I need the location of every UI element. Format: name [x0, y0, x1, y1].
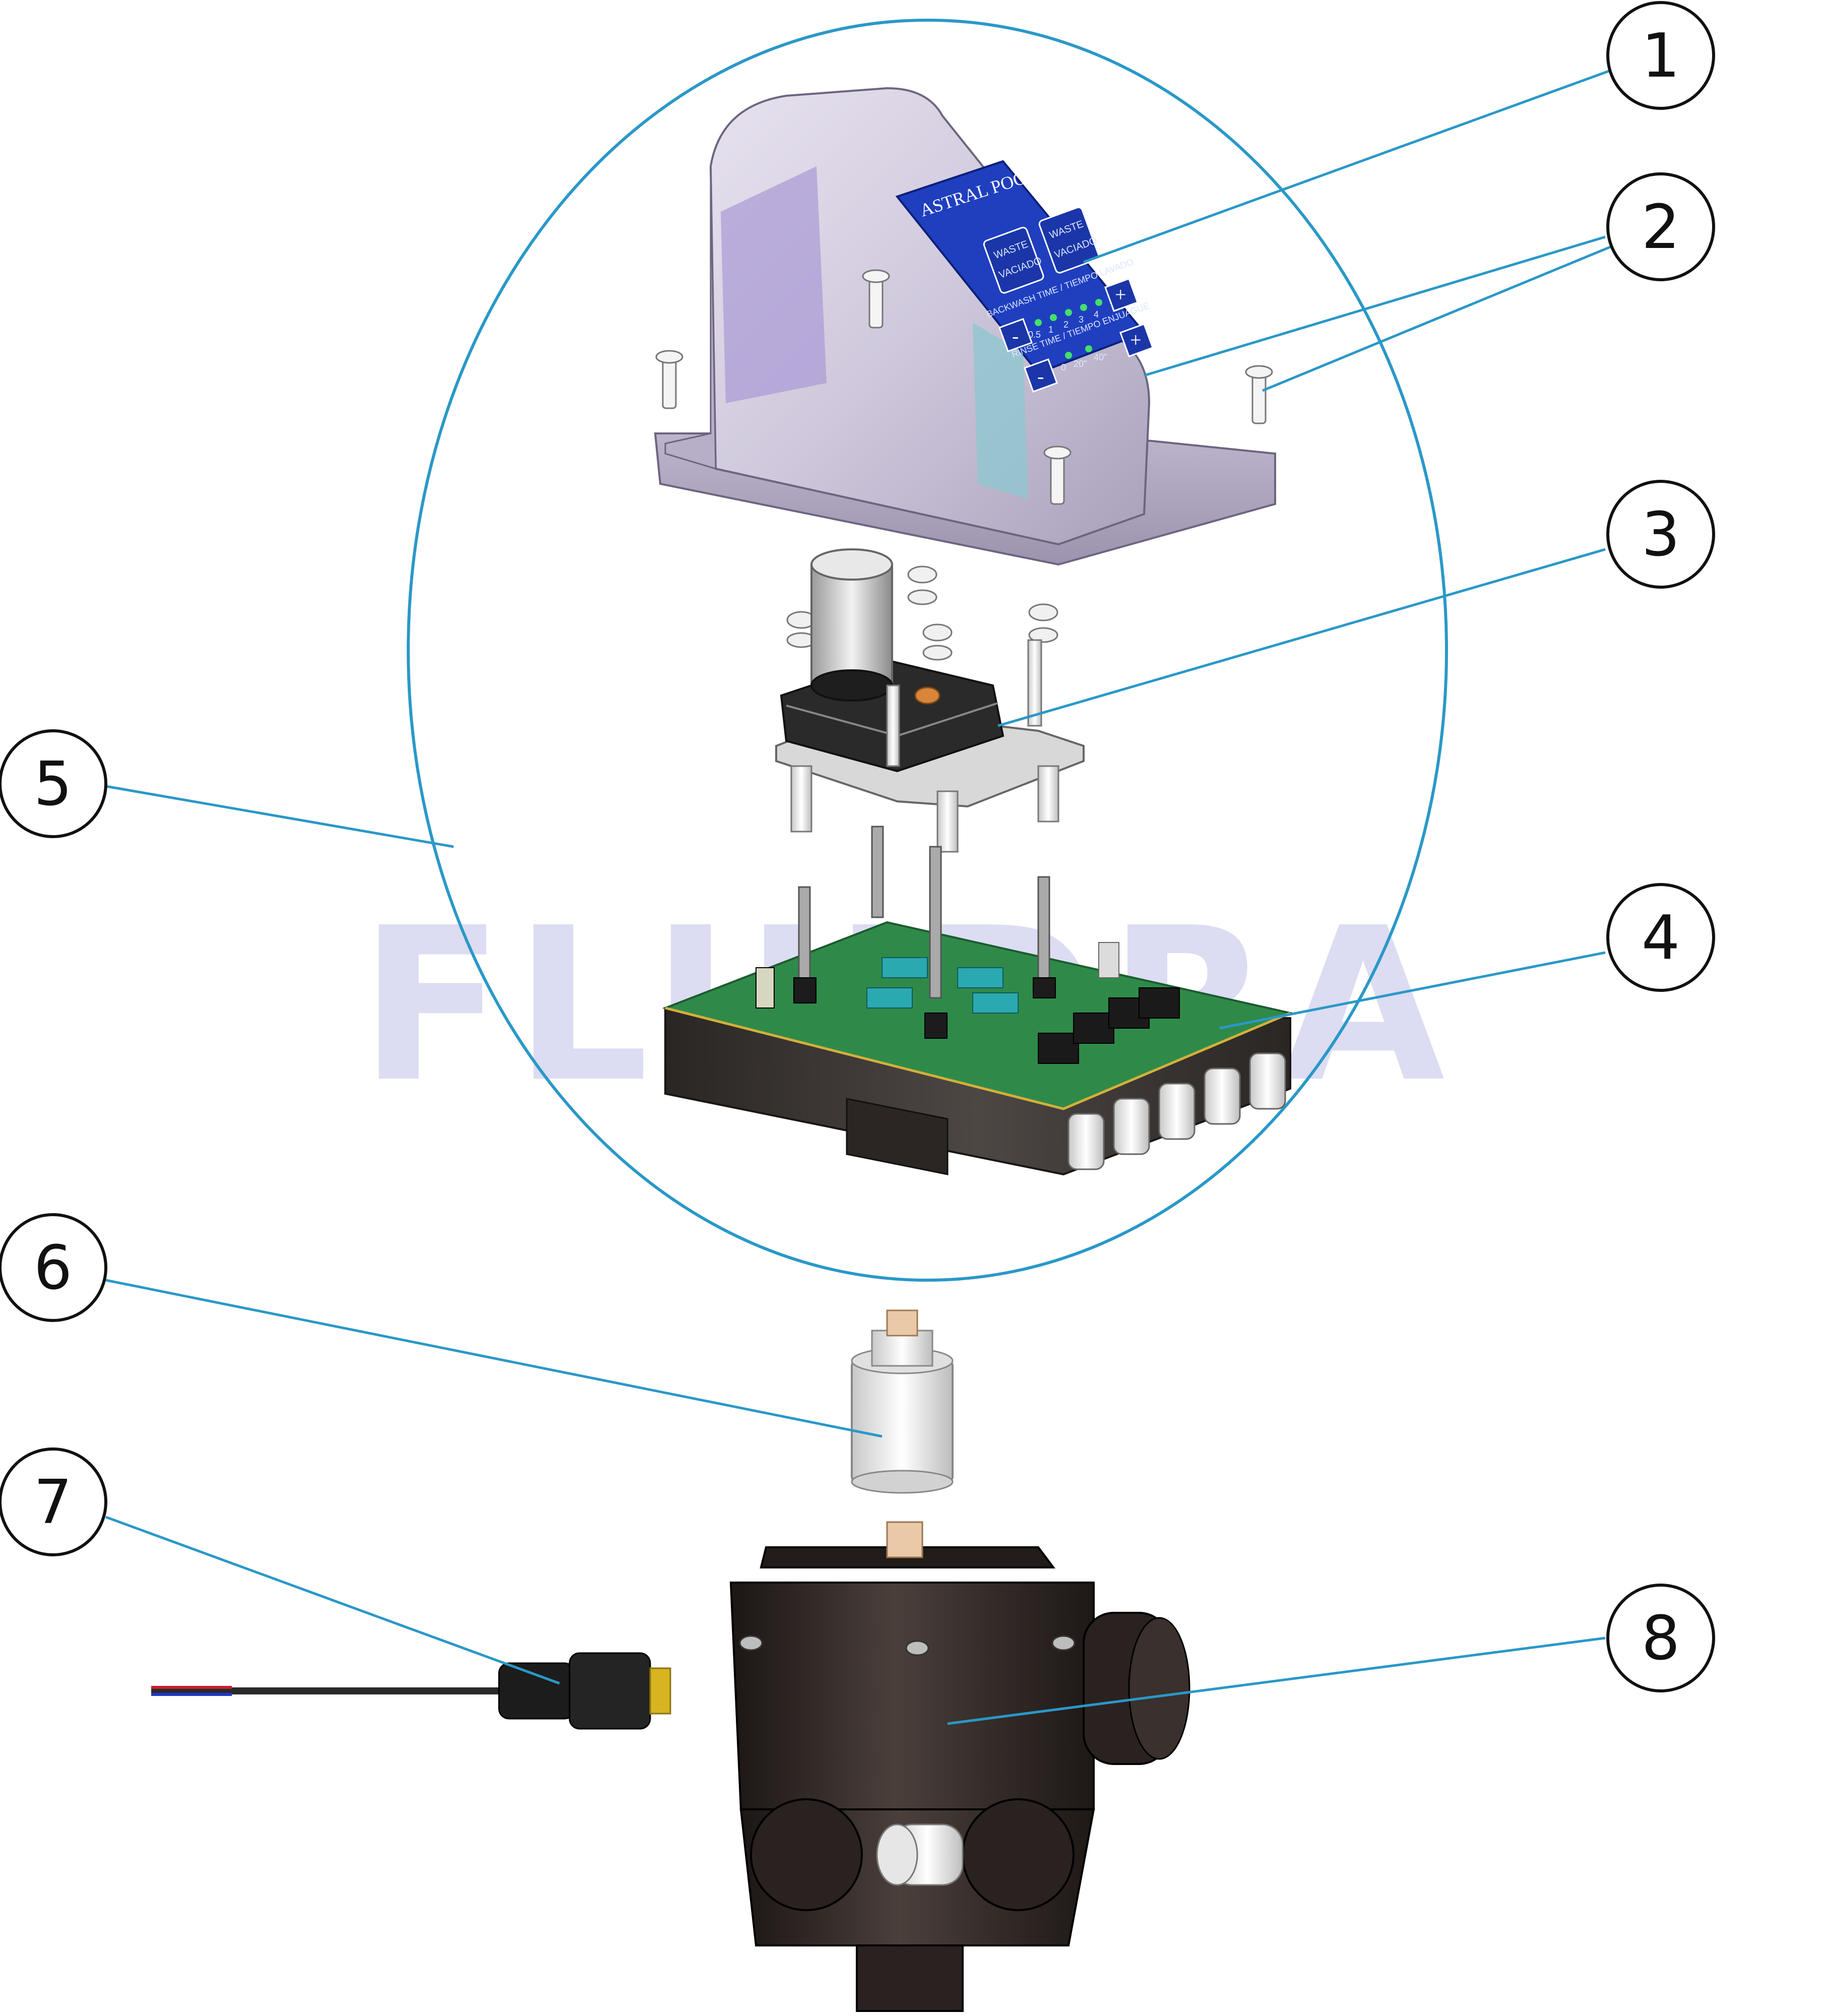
callout-5: 5 [0, 729, 107, 838]
backwash-scale-0: 0.5 [1028, 330, 1041, 340]
callout-3: 3 [1606, 480, 1715, 589]
electronic-board-base [662, 826, 1294, 1176]
callout-4: 4 [1606, 883, 1715, 992]
assembly-group-circle [407, 19, 1448, 1282]
backwash-scale-1: 1 [1048, 325, 1053, 335]
callout-1: 1 [1606, 1, 1715, 110]
cover-screws [655, 269, 1273, 505]
callout-3-number: 3 [1642, 500, 1680, 570]
actuator-cover: ASTRAL POOL WASTE VACIADO WASTE VACIADO … [654, 87, 1276, 566]
rinse-scale-2: 40" [1094, 352, 1107, 362]
leader-lines [105, 69, 1611, 1725]
motor-gear-assembly [775, 548, 1085, 853]
rinse-plus-icon: + [1130, 329, 1142, 351]
callout-1-number: 1 [1642, 21, 1680, 91]
backwash-scale-4: 4 [1094, 309, 1099, 320]
backwash-plus-icon: + [1115, 283, 1126, 306]
backwash-minus-icon: - [1012, 325, 1019, 347]
rinse-minus-icon: - [1037, 365, 1044, 388]
callout-8-number: 8 [1642, 1604, 1680, 1674]
cable-connector [151, 1652, 671, 1730]
callout-5-number: 5 [34, 749, 72, 820]
backwash-scale-3: 3 [1079, 314, 1084, 325]
control-panel-label: ASTRAL POOL WASTE VACIADO WASTE VACIADO … [895, 154, 1154, 393]
callout-4-number: 4 [1642, 903, 1680, 973]
callout-2: 2 [1606, 172, 1715, 281]
selector-valve-body [729, 1521, 1190, 2012]
backwash-scale-2: 2 [1063, 320, 1068, 330]
callout-2-number: 2 [1642, 193, 1680, 263]
callout-7: 7 [0, 1447, 107, 1556]
callout-8: 8 [1606, 1584, 1715, 1692]
coupling-adapter [851, 1309, 954, 1494]
rinse-scale-1: 20" [1074, 359, 1087, 369]
rinse-scale-0: 0 [1061, 362, 1066, 372]
callout-7-number: 7 [34, 1468, 72, 1538]
callout-6: 6 [0, 1213, 107, 1322]
callout-6-number: 6 [34, 1233, 72, 1303]
